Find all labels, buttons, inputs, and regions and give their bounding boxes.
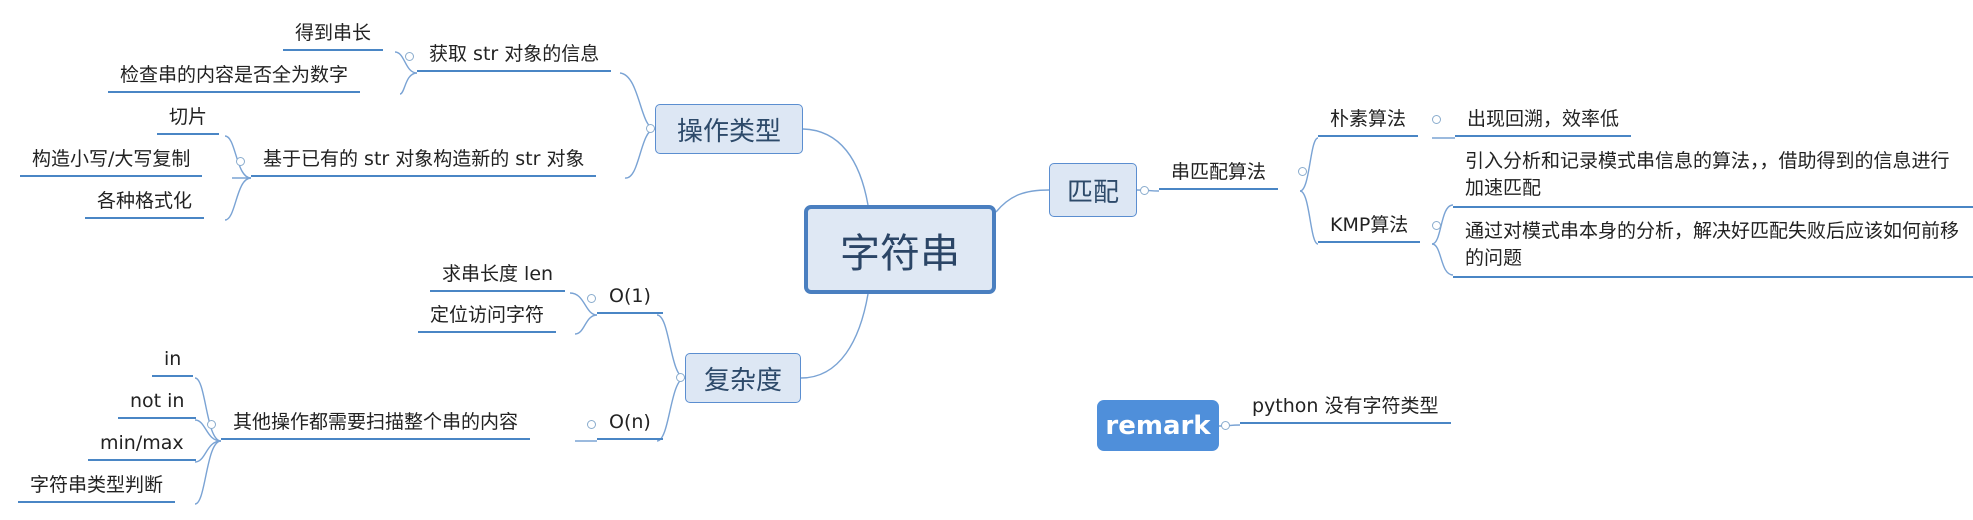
collapse-toggle-icon[interactable] — [405, 52, 414, 61]
collapse-toggle-icon[interactable] — [676, 373, 685, 382]
connector-curve — [802, 128, 869, 206]
subtopic-naive[interactable]: 朴素算法 — [1318, 107, 1419, 137]
connector-curve — [194, 440, 222, 463]
collapse-toggle-icon[interactable] — [1432, 115, 1441, 124]
connector-curve — [624, 128, 656, 179]
collapse-toggle-icon[interactable] — [236, 157, 245, 166]
connector-curve — [1299, 190, 1319, 245]
leaf-case-copy[interactable]: 构造小写/大写复制 — [20, 147, 203, 177]
leaf-not-in[interactable]: not in — [118, 389, 197, 419]
collapse-toggle-icon[interactable] — [207, 420, 216, 429]
topic-complexity[interactable]: 复杂度 — [685, 353, 801, 403]
leaf-backtracking[interactable]: 出现回溯，效率低 — [1455, 107, 1632, 137]
collapse-toggle-icon[interactable] — [587, 420, 596, 429]
leaf-kmp-intro[interactable]: 引入分析和记录模式串信息的算法，，借助得到的信息进行加速匹配 — [1453, 148, 1973, 208]
connector-curve — [194, 377, 222, 442]
subtopic-kmp[interactable]: KMP算法 — [1318, 213, 1421, 243]
subtopic-matching-algorithms[interactable]: 串匹配算法 — [1159, 160, 1279, 190]
leaf-get-length[interactable]: 得到串长 — [283, 21, 384, 51]
connector-curve — [1431, 243, 1454, 276]
leaf-index-access[interactable]: 定位访问字符 — [418, 303, 557, 333]
connector-curve — [656, 314, 686, 379]
connector-curve — [995, 189, 1050, 213]
leaf-min-max[interactable]: min/max — [88, 431, 196, 461]
connector-curve — [399, 72, 418, 95]
leaf-check-digits[interactable]: 检查串的内容是否全为数字 — [108, 63, 361, 93]
connector-curve — [574, 314, 598, 335]
connector-curve — [1299, 137, 1319, 192]
remark-note[interactable]: python 没有字符类型 — [1240, 394, 1451, 424]
connector-curve — [224, 177, 252, 221]
topic-matching[interactable]: 匹配 — [1049, 163, 1137, 217]
collapse-toggle-icon[interactable] — [1432, 221, 1441, 230]
root-topic[interactable]: 字符串 — [804, 205, 996, 294]
collapse-toggle-icon[interactable] — [587, 294, 596, 303]
subtopic-on[interactable]: O(n) — [597, 410, 663, 440]
connector-curve — [800, 293, 869, 379]
connector-curve — [619, 72, 656, 130]
leaf-len[interactable]: 求串长度 len — [430, 262, 566, 292]
leaf-formatting[interactable]: 各种格式化 — [85, 189, 205, 219]
remark-tag[interactable]: remark — [1097, 400, 1219, 451]
leaf-type-check[interactable]: 字符串类型判断 — [18, 473, 176, 503]
subtopic-scan-all[interactable]: 其他操作都需要扫描整个串的内容 — [221, 410, 531, 440]
subtopic-o1[interactable]: O(1) — [597, 284, 663, 314]
leaf-slice[interactable]: 切片 — [157, 105, 220, 135]
collapse-toggle-icon[interactable] — [1221, 421, 1230, 430]
subtopic-build-new[interactable]: 基于已有的 str 对象构造新的 str 对象 — [251, 147, 597, 177]
topic-operation-types[interactable]: 操作类型 — [655, 104, 803, 154]
collapse-toggle-icon[interactable] — [1140, 186, 1149, 195]
collapse-toggle-icon[interactable] — [1298, 167, 1307, 176]
leaf-in[interactable]: in — [152, 347, 194, 377]
subtopic-get-info[interactable]: 获取 str 对象的信息 — [417, 42, 612, 72]
collapse-toggle-icon[interactable] — [646, 124, 655, 133]
leaf-kmp-shift[interactable]: 通过对模式串本身的分析，解决好匹配失败后应该如何前移的问题 — [1453, 218, 1973, 278]
connector-curve — [194, 440, 222, 505]
